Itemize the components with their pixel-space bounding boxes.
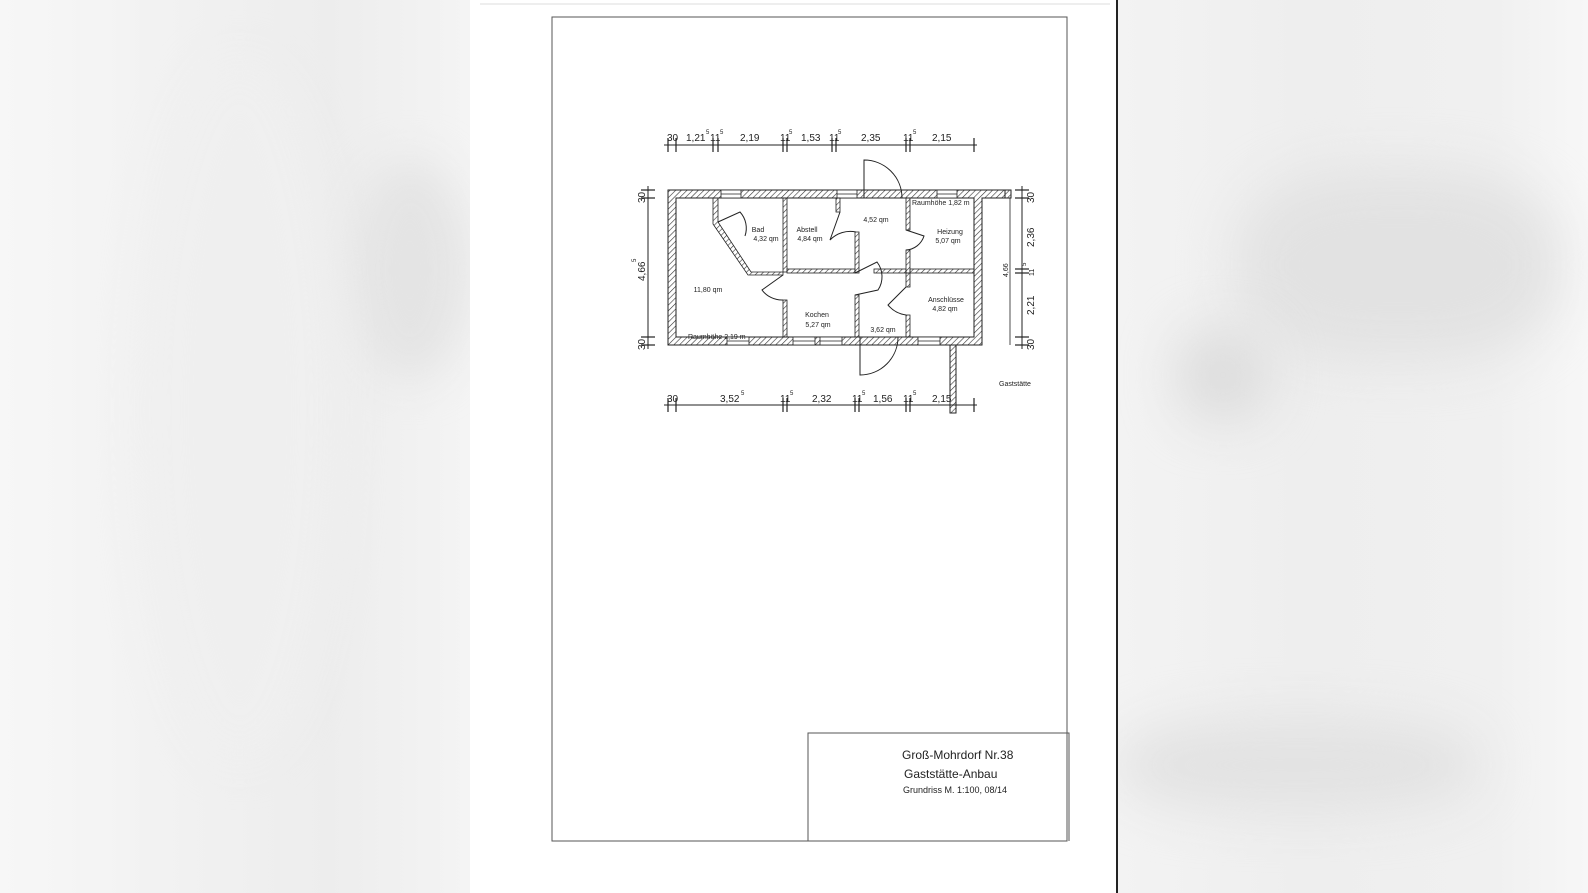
dimension-line-bottom: 30 3,52 5 11 5 2,32 11 5 1,56 11 5 2,15 xyxy=(664,391,977,412)
dim-bottom-6: 11 xyxy=(852,394,863,405)
title-line-2: Gaststätte-Anbau xyxy=(904,767,997,781)
dim-bottom-7: 5 xyxy=(862,391,866,397)
door-swings xyxy=(717,159,925,376)
room-name-heizung: Heizung xyxy=(937,229,963,236)
interior-walls xyxy=(712,197,975,338)
dim-top-12: 11 xyxy=(903,133,914,144)
room-area-corridor: 3,62 qm xyxy=(870,327,895,334)
dim-top-14: 2,15 xyxy=(932,133,952,144)
dim-top-1: 1,21 xyxy=(686,133,706,144)
background-blur-right xyxy=(1118,0,1588,893)
dim-bottom-11: 2,15 xyxy=(932,394,952,405)
dim-bottom-9: 11 xyxy=(903,394,914,405)
dim-top-2: 5 xyxy=(706,130,710,136)
dim-left-1: 4,66 xyxy=(637,261,648,281)
dim-top-10: 5 xyxy=(838,130,842,136)
windows xyxy=(720,189,958,346)
dim-bottom-8: 1,56 xyxy=(873,394,893,405)
dim-right-0: 30 xyxy=(1026,191,1037,203)
dim-bottom-0: 30 xyxy=(667,394,679,405)
dim-top-11: 2,35 xyxy=(861,133,881,144)
sheet-border xyxy=(551,16,1068,842)
dimension-line-left: 30 4,66 5 30 xyxy=(632,186,655,350)
dim-bottom-3: 11 xyxy=(780,394,791,405)
dim-left-2: 5 xyxy=(632,258,638,262)
dim-left-0: 30 xyxy=(637,191,648,203)
dim-bottom-10: 5 xyxy=(913,391,917,397)
background-blur-left xyxy=(0,0,470,893)
dim-top-0: 30 xyxy=(667,133,679,144)
room-area-abstell: 4,84 qm xyxy=(797,236,822,243)
neighbor-wall xyxy=(949,344,957,414)
title-line-1: Groß-Mohrdorf Nr.38 xyxy=(902,748,1014,762)
dim-right-1: 2,36 xyxy=(1026,227,1037,247)
room-area-heizung: 5,07 qm xyxy=(935,238,960,245)
dimension-line-right: 30 2,36 4,66 11 5 2,21 30 xyxy=(1003,186,1037,350)
room-area-kochen: 5,27 qm xyxy=(805,322,830,329)
dimension-line-top: 30 1,21 5 11 5 2,19 11 5 1,53 11 5 2,35 … xyxy=(664,130,977,152)
room-area-bad: 4,32 qm xyxy=(753,236,778,243)
note-height-top: Raumhöhe 1,82 m xyxy=(912,200,970,207)
room-area-anschluesse: 4,82 qm xyxy=(932,306,957,313)
blur-shape xyxy=(1238,170,1558,360)
dim-bottom-1: 3,52 xyxy=(720,394,740,405)
room-name-abstell: Abstell xyxy=(796,227,817,234)
dim-top-9: 11 xyxy=(829,133,840,144)
dim-right-3: 11 xyxy=(1029,269,1036,276)
dim-right-5: 2,21 xyxy=(1026,295,1037,315)
title-block: Groß-Mohrdorf Nr.38 Gaststätte-Anbau Gru… xyxy=(807,732,1070,841)
dim-bottom-2: 5 xyxy=(741,391,745,397)
dim-right-4: 5 xyxy=(1022,262,1028,266)
room-name-bad: Bad xyxy=(752,227,765,234)
outer-walls xyxy=(667,189,1012,414)
title-line-3: Grundriss M. 1:100, 08/14 xyxy=(903,785,1007,795)
dim-top-5: 2,19 xyxy=(740,133,760,144)
dim-top-6: 11 xyxy=(780,133,791,144)
blur-shape xyxy=(350,160,470,380)
dim-top-4: 5 xyxy=(720,130,724,136)
dim-bottom-4: 5 xyxy=(790,391,794,397)
blur-shape xyxy=(1118,720,1478,810)
dim-top-13: 5 xyxy=(913,130,917,136)
dim-right-6: 30 xyxy=(1026,338,1037,350)
dim-left-3: 30 xyxy=(637,338,648,350)
blur-shape xyxy=(140,60,340,760)
dim-bottom-5: 2,32 xyxy=(812,394,832,405)
room-name-anschluesse: Anschlüsse xyxy=(928,297,964,304)
room-area-hall: 4,52 qm xyxy=(863,217,888,224)
scanned-page xyxy=(470,0,1116,893)
dim-top-3: 11 xyxy=(710,133,721,144)
dim-top-7: 5 xyxy=(789,130,793,136)
room-labels: Bad 4,32 qm Abstell 4,84 qm 4,52 qm Heiz… xyxy=(694,217,964,334)
room-area-main: 11,80 qm xyxy=(694,287,723,294)
blur-shape xyxy=(1178,330,1268,420)
room-name-kochen: Kochen xyxy=(805,312,829,319)
dim-right-2: 4,66 xyxy=(1003,263,1010,277)
dim-top-8: 1,53 xyxy=(801,133,821,144)
note-height-bottom: Raumhöhe 2,19 m xyxy=(688,334,746,341)
note-neighbor: Gaststätte xyxy=(999,381,1031,388)
page-edge-line xyxy=(1116,0,1118,893)
